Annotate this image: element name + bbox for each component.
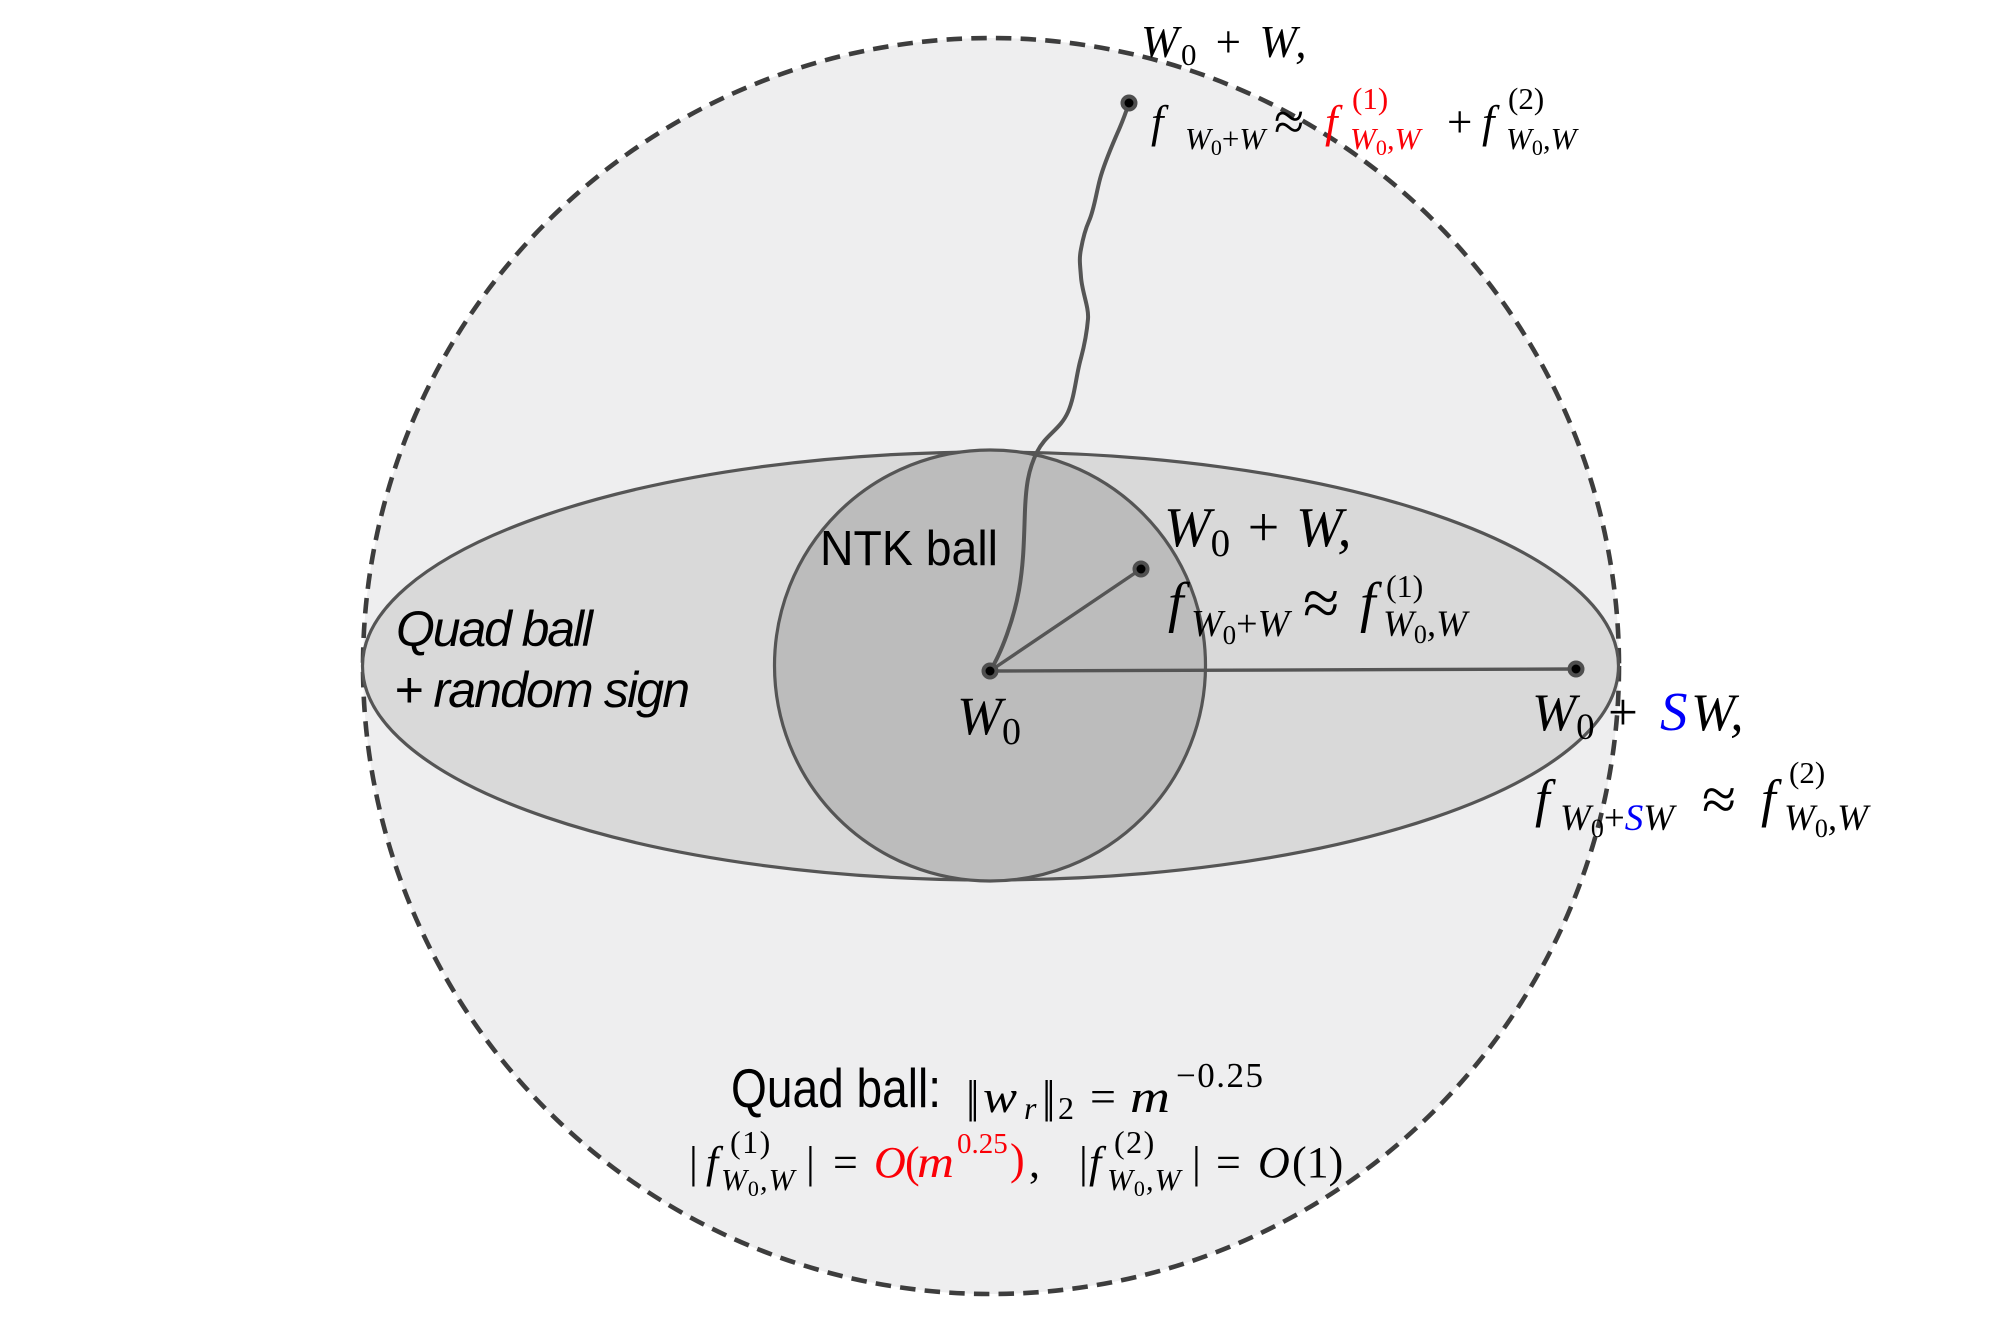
svg-text:W0+W: W0+W — [1185, 121, 1268, 160]
svg-text:W0+W: W0+W — [1191, 603, 1293, 650]
svg-text:(1): (1) — [730, 1124, 772, 1160]
svg-text:O: O — [874, 1138, 906, 1187]
svg-text:(1): (1) — [1292, 1138, 1343, 1187]
svg-text:(1): (1) — [1386, 568, 1423, 604]
svg-text:W,: W, — [1691, 684, 1744, 742]
svg-text:|: | — [806, 1138, 815, 1187]
svg-text:2: 2 — [1058, 1090, 1074, 1126]
svg-text:+: + — [1447, 97, 1472, 147]
svg-text:=: = — [1216, 1138, 1241, 1187]
svg-text:≈: ≈ — [1274, 91, 1304, 152]
svg-text:W0,W: W0,W — [1350, 121, 1424, 160]
svg-text:W0,W: W0,W — [1784, 798, 1871, 843]
svg-text:,: , — [1029, 1138, 1040, 1187]
svg-text:(1): (1) — [1352, 81, 1388, 116]
svg-text:(2): (2) — [1114, 1124, 1156, 1160]
svg-text:(2): (2) — [1508, 81, 1544, 116]
svg-text:W0+SW: W0+SW — [1560, 798, 1677, 843]
svg-text:Quad ball:: Quad ball: — [731, 1057, 941, 1119]
svg-text:|: | — [689, 1138, 698, 1187]
svg-text:w: w — [983, 1071, 1017, 1122]
svg-text:≈: ≈ — [1303, 567, 1339, 640]
svg-text:+ random sign: + random sign — [394, 662, 690, 718]
svg-text:=: = — [1090, 1071, 1116, 1122]
svg-text:|: | — [1079, 1138, 1088, 1187]
svg-text:W0 + W,: W0 + W, — [1141, 17, 1309, 72]
svg-text:m: m — [1130, 1071, 1170, 1122]
svg-text:0.25: 0.25 — [957, 1128, 1008, 1160]
svg-text:W0: W0 — [957, 686, 1021, 753]
svg-text:Quad ball: Quad ball — [396, 601, 595, 657]
svg-text:): ) — [1010, 1135, 1025, 1184]
svg-text:W0,W: W0,W — [1107, 1162, 1184, 1201]
svg-text:W0,W: W0,W — [1506, 121, 1580, 160]
svg-text:+: + — [1608, 684, 1638, 742]
svg-text:S: S — [1660, 681, 1688, 742]
svg-text:O: O — [1258, 1138, 1290, 1187]
svg-text:(2): (2) — [1789, 755, 1825, 790]
svg-text:(: ( — [905, 1138, 920, 1187]
svg-text:m: m — [917, 1138, 954, 1187]
svg-text:−0.25: −0.25 — [1176, 1056, 1265, 1095]
svg-text:W0,W: W0,W — [1383, 604, 1470, 649]
svg-text:W0,W: W0,W — [721, 1162, 798, 1201]
svg-text:=: = — [833, 1138, 858, 1187]
svg-text:NTK ball: NTK ball — [820, 522, 998, 576]
svg-text:|: | — [1192, 1138, 1201, 1187]
svg-text:W0 + W,: W0 + W, — [1164, 497, 1351, 565]
svg-text:r: r — [1024, 1090, 1037, 1126]
svg-text:≈: ≈ — [1702, 766, 1736, 834]
